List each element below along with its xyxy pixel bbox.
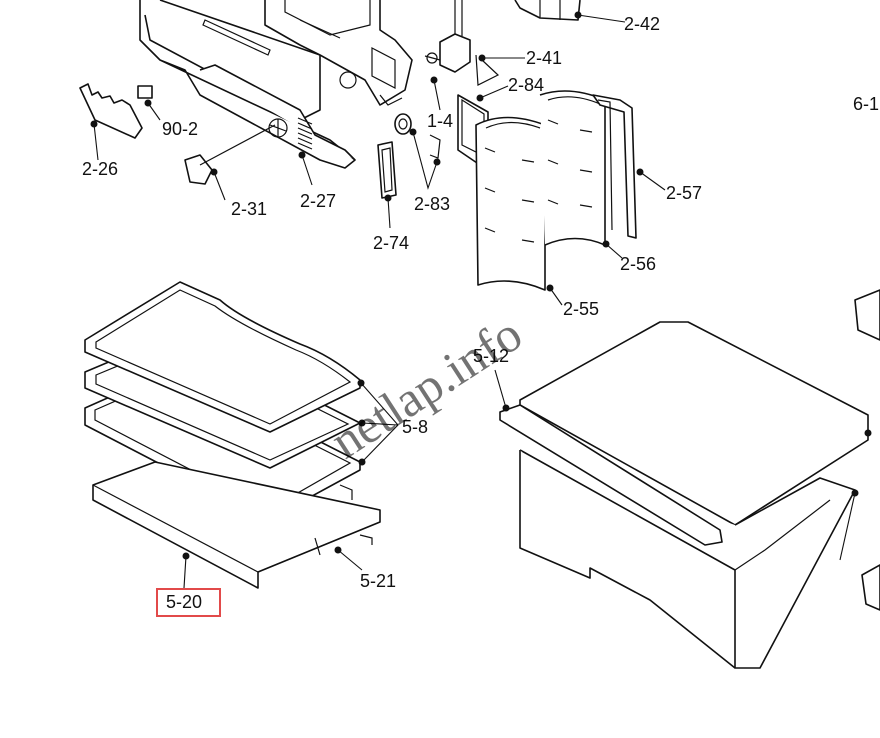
- label-2-84: 2-84: [508, 75, 544, 95]
- crisper-cover-5-20: [92, 461, 381, 589]
- label-2-55: 2-55: [563, 299, 599, 319]
- part-90-2: [137, 85, 153, 99]
- label-5-12: 5-12: [473, 346, 509, 366]
- door-bin-2-55: [475, 116, 546, 291]
- part-2-31: [184, 124, 276, 185]
- label-2-26: 2-26: [82, 159, 118, 179]
- label-5-21: 5-21: [360, 571, 396, 591]
- door-bin-2-56: [539, 90, 606, 246]
- part-2-42: [514, 0, 581, 21]
- part-2-83: [394, 113, 441, 159]
- label-2-27: 2-27: [300, 191, 336, 211]
- part-2-41: [424, 0, 471, 73]
- door-bracket-assembly: [139, 0, 413, 169]
- glass-shelf-5-8: [84, 281, 361, 521]
- label-2-83: 2-83: [414, 194, 450, 214]
- part-2-74: [377, 141, 397, 199]
- label-90-2: 90-2: [162, 119, 198, 139]
- part-labels: 2-42 2-41 2-84 1-4 6-1 90-2 2-26 2-31 2-…: [82, 14, 879, 612]
- label-2-41: 2-41: [526, 48, 562, 68]
- crisper-drawer: [499, 289, 880, 669]
- label-5-8: 5-8: [402, 417, 428, 437]
- label-2-42: 2-42: [624, 14, 660, 34]
- label-5-20: 5-20: [166, 592, 202, 612]
- label-2-57: 2-57: [666, 183, 702, 203]
- door-bin-2-57: [592, 94, 637, 239]
- label-2-31: 2-31: [231, 199, 267, 219]
- leader-lines: [90, 11, 872, 589]
- highlight-box-5-20: [156, 588, 221, 617]
- part-2-26: [79, 83, 143, 139]
- label-2-56: 2-56: [620, 254, 656, 274]
- label-2-74: 2-74: [373, 233, 409, 253]
- label-1-4: 1-4: [427, 111, 453, 131]
- label-6-1: 6-1: [853, 94, 879, 114]
